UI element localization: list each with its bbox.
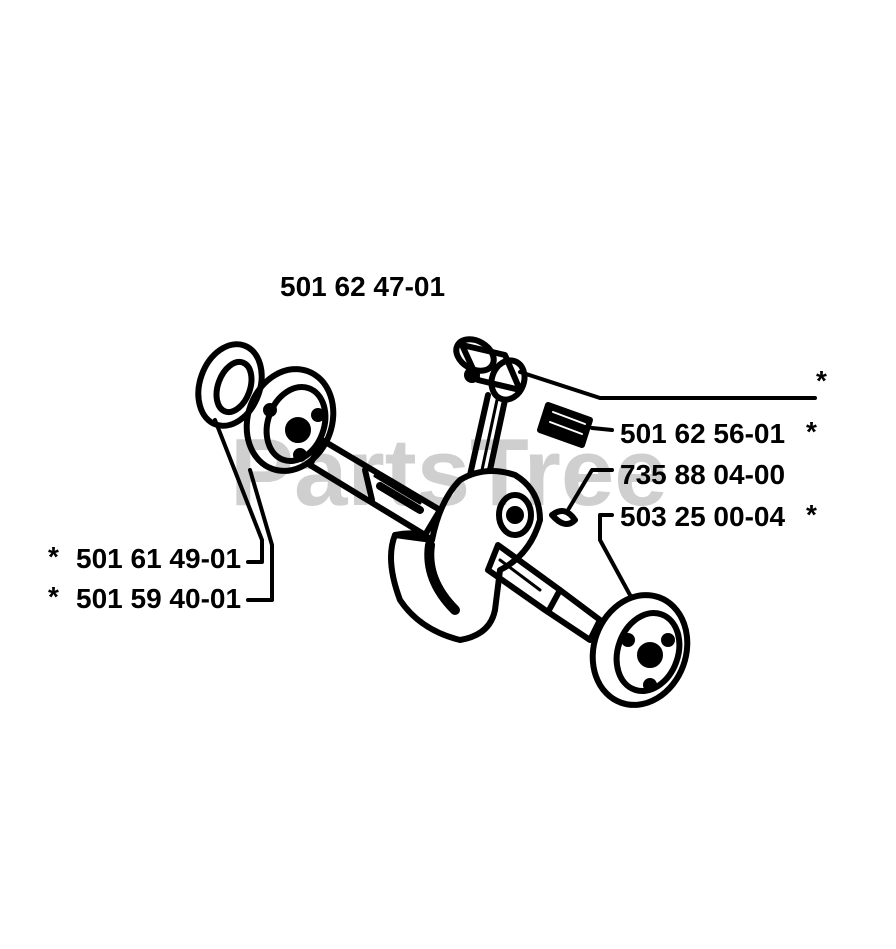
- part-label-right-bearing[interactable]: 503 25 00-04: [620, 501, 785, 532]
- part-label-crankshaft[interactable]: 501 62 47-01: [280, 271, 445, 302]
- part-label-key[interactable]: 735 88 04-00: [620, 459, 785, 490]
- right-shaft-drawing[interactable]: [485, 542, 603, 643]
- key-drawing[interactable]: [549, 508, 578, 527]
- small-end-drawing[interactable]: [451, 333, 530, 404]
- right-bearing-drawing[interactable]: [578, 582, 703, 719]
- part-label-needle-bearing[interactable]: 501 62 56-01: [620, 418, 785, 449]
- part-label-bearing-left[interactable]: 501 59 40-01: [76, 583, 241, 614]
- needle-bearing-drawing[interactable]: [537, 402, 593, 448]
- connecting-rod-drawing[interactable]: [467, 392, 508, 478]
- part-label-seal-left[interactable]: 501 61 49-01: [76, 543, 241, 574]
- star-mark-left-bearing: *: [48, 581, 59, 612]
- star-mark-needle-bearing: *: [806, 416, 817, 447]
- leader-lines: [213, 370, 817, 602]
- left-bearing-drawing[interactable]: [233, 357, 348, 483]
- crank-web-drawing[interactable]: [388, 468, 543, 643]
- star-mark-small-end: *: [816, 365, 827, 396]
- star-mark-right-bearing: *: [806, 499, 817, 530]
- star-mark-seal: *: [48, 541, 59, 572]
